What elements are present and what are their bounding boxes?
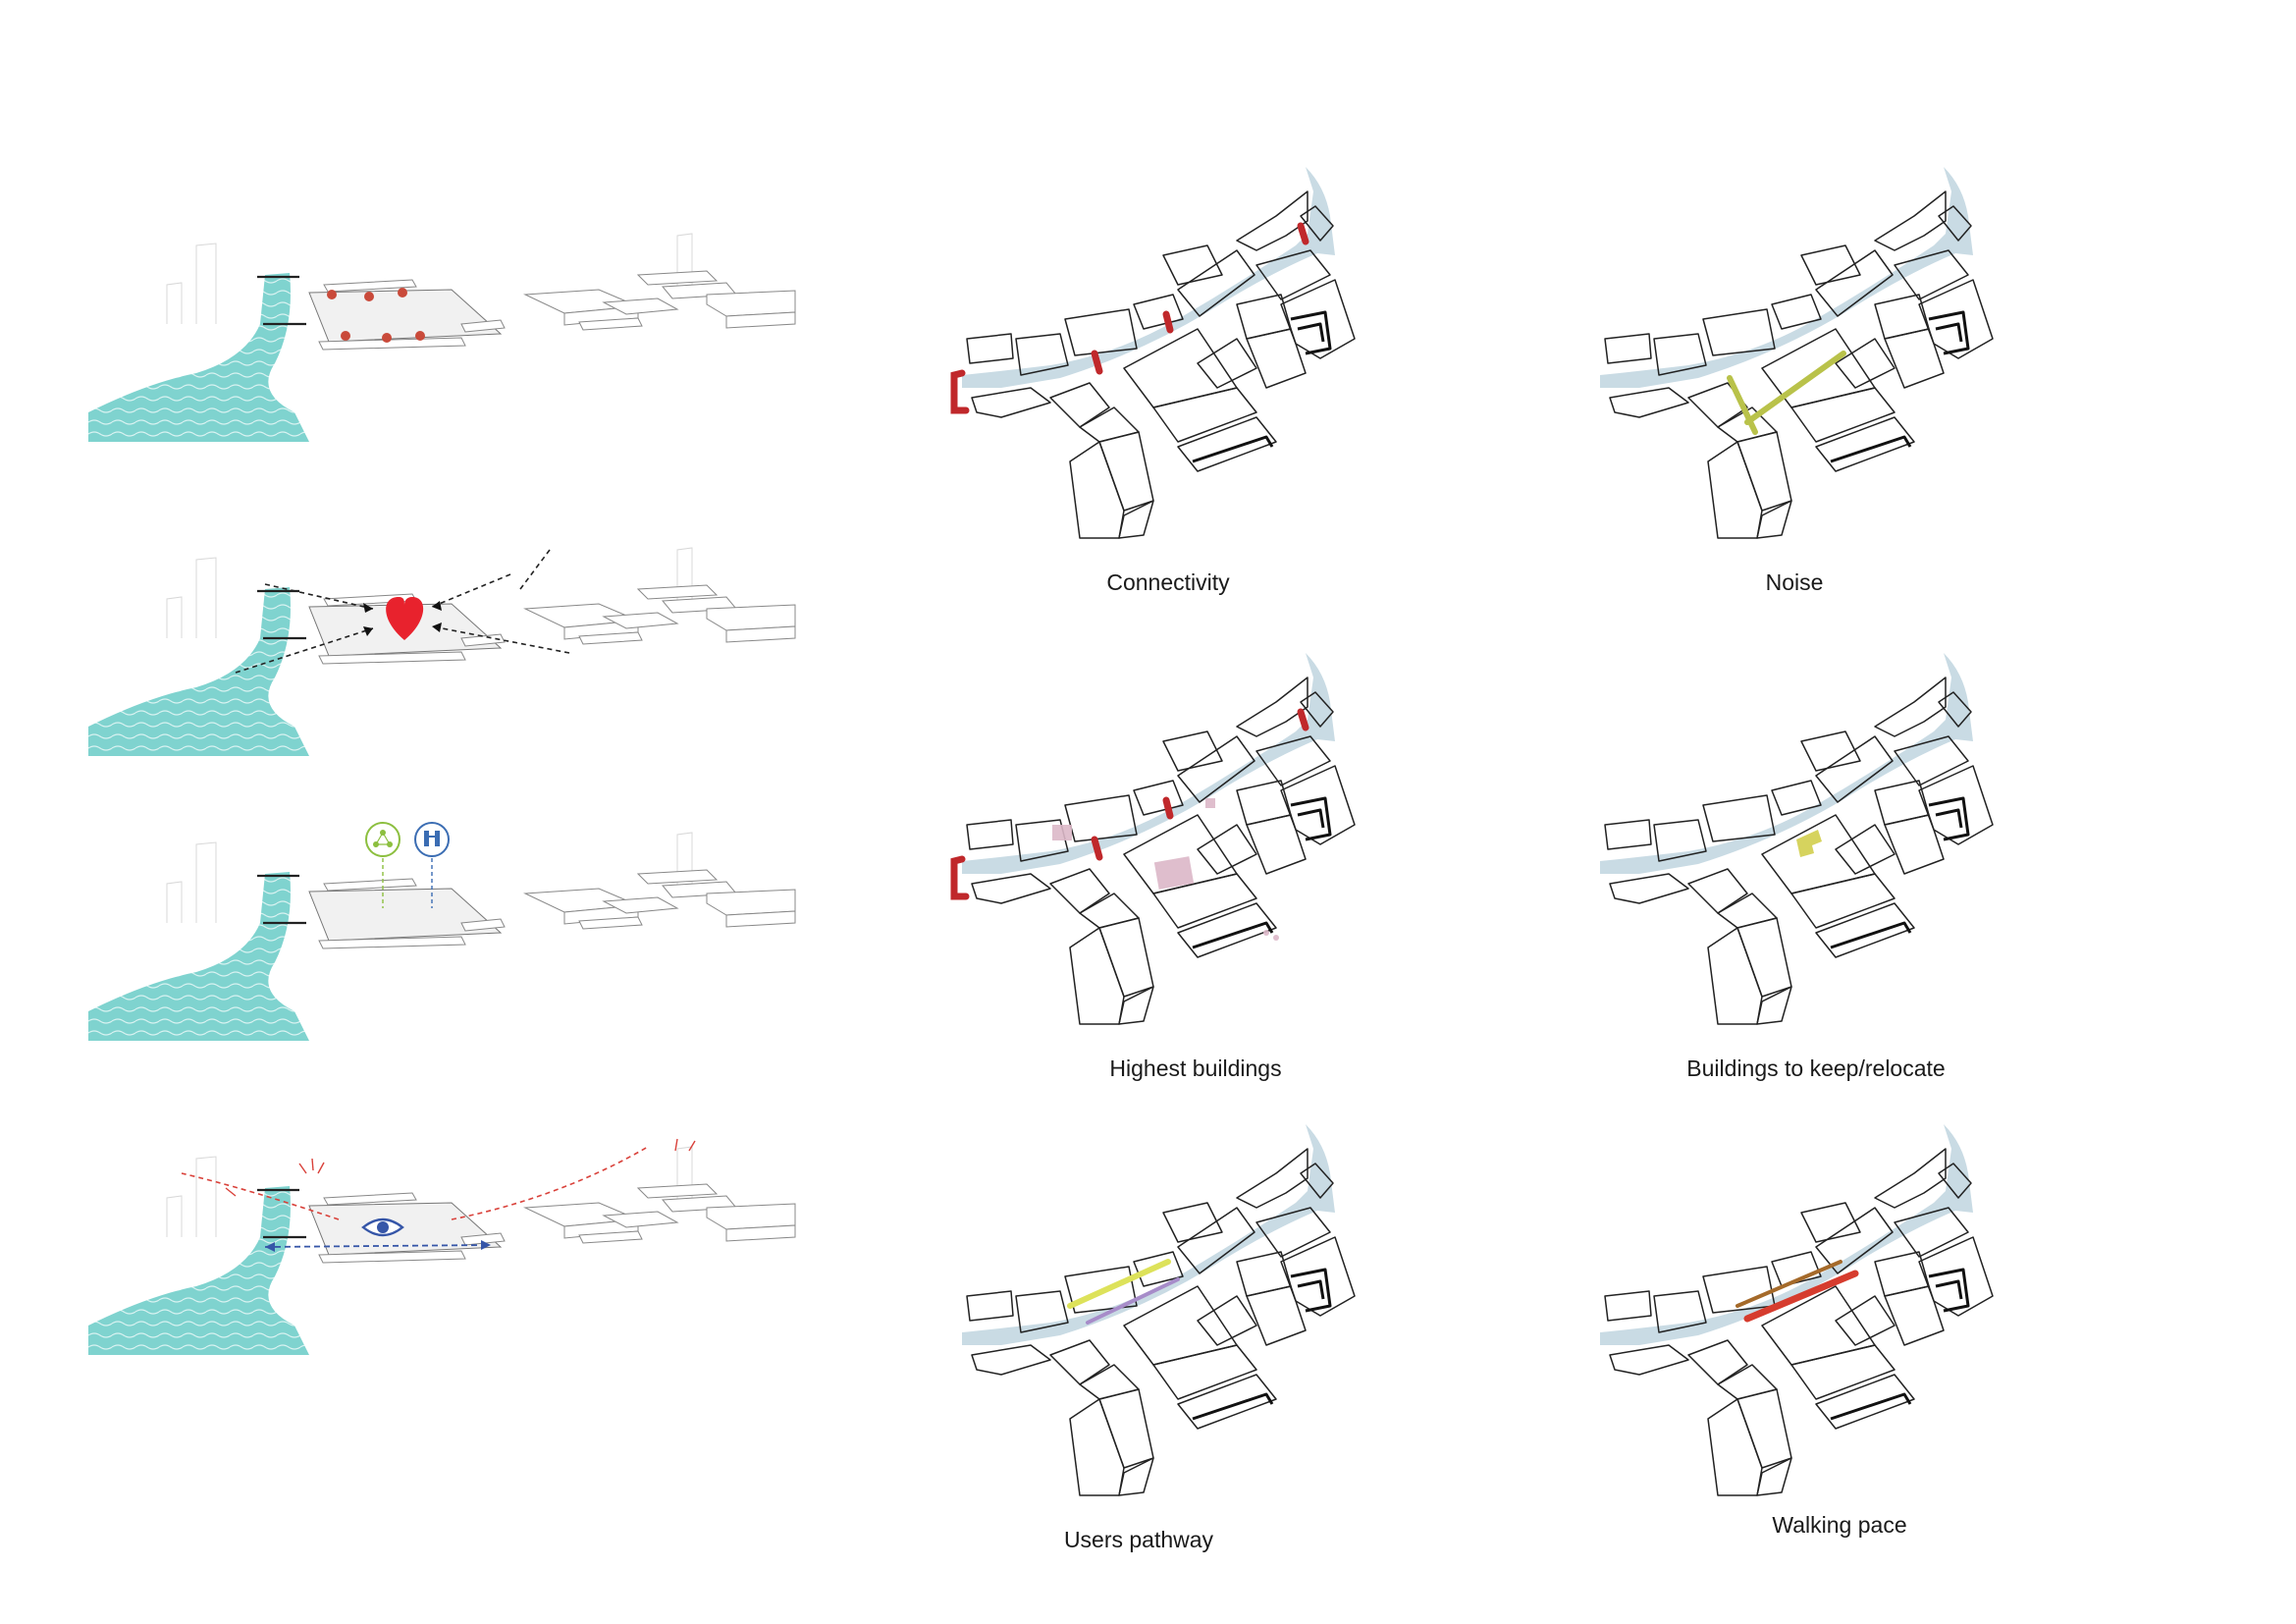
axo-activation-panel xyxy=(88,216,795,442)
axo-community-panel xyxy=(88,815,795,1041)
map-pace xyxy=(1580,1105,2032,1497)
map-highest xyxy=(942,633,1394,1026)
caption-users: Users pathway xyxy=(1064,1527,1213,1553)
caption-connectivity: Connectivity xyxy=(1106,569,1229,596)
map-noise xyxy=(1580,147,2032,540)
map-connectivity xyxy=(942,147,1394,540)
caption-pace: Walking pace xyxy=(1772,1512,1906,1539)
map-keep xyxy=(1580,633,2032,1026)
caption-noise: Noise xyxy=(1766,569,1824,596)
caption-keep: Buildings to keep/relocate xyxy=(1686,1056,1945,1082)
noise-paths xyxy=(1730,353,1843,432)
axo-heart-panel xyxy=(88,530,795,756)
map-users xyxy=(942,1105,1394,1497)
axo-views-panel xyxy=(88,1129,795,1375)
caption-highest: Highest buildings xyxy=(1109,1056,1281,1082)
